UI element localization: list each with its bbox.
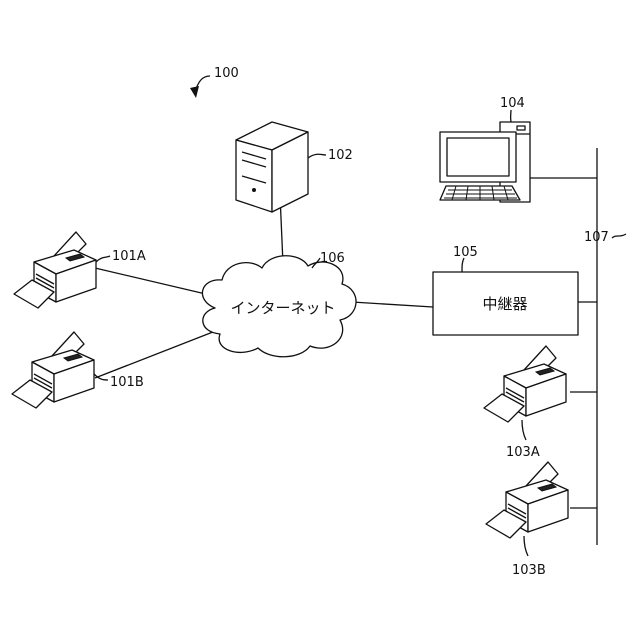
printer-103a-ref: 103A xyxy=(506,445,540,460)
figure-ref: 100 xyxy=(214,66,239,81)
internet-ref: 106 xyxy=(320,251,345,266)
server-icon xyxy=(236,122,308,212)
relay-leader xyxy=(462,258,464,272)
relay-box: 中継器 xyxy=(433,272,578,335)
computer-icon xyxy=(440,122,530,202)
printer-103b-leader xyxy=(524,536,528,556)
internet-label: インターネット xyxy=(230,299,335,317)
bus-leader xyxy=(612,234,626,238)
link-101b-internet xyxy=(95,330,218,378)
server-ref: 102 xyxy=(328,148,353,163)
connection-lines xyxy=(95,148,597,545)
computer-ref: 104 xyxy=(500,96,525,111)
printer-101b-icon xyxy=(12,332,94,408)
relay-label: 中継器 xyxy=(482,295,527,313)
printer-101a-ref: 101A xyxy=(112,249,146,264)
printer-101b-ref: 101B xyxy=(110,375,144,390)
relay-ref: 105 xyxy=(453,245,478,260)
printer-103b-icon xyxy=(486,462,568,538)
printer-103a-leader xyxy=(522,420,526,440)
printer-103a-icon xyxy=(484,346,566,422)
link-101a-internet xyxy=(95,268,210,295)
printer-103b-ref: 103B xyxy=(512,563,546,578)
link-internet-relay xyxy=(352,302,433,307)
printer-101a-icon xyxy=(14,232,96,308)
printer-101a-leader xyxy=(96,256,110,262)
figure-ref-arrow-icon xyxy=(190,86,199,98)
bus-ref: 107 xyxy=(584,230,609,245)
server-leader xyxy=(308,154,326,158)
internet-cloud: インターネット xyxy=(202,256,356,357)
